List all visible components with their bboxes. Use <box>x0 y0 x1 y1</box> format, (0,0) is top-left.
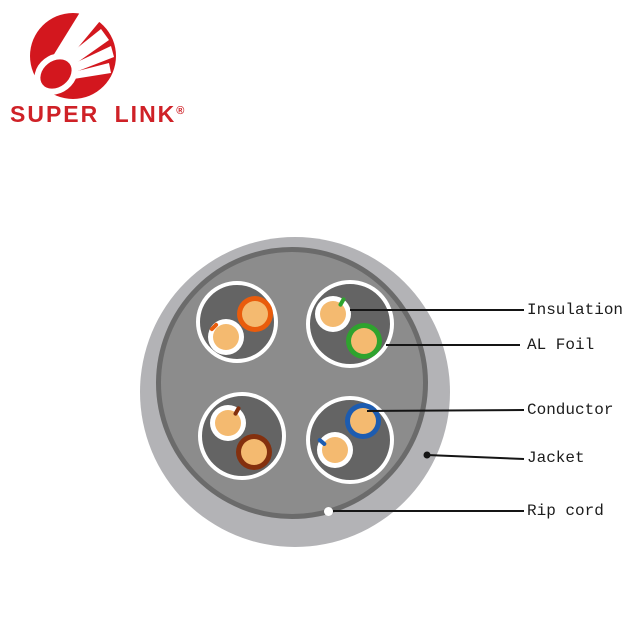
conductor-copper <box>242 301 268 327</box>
wire-orange <box>237 296 273 332</box>
wire-white-orange <box>208 319 244 355</box>
conductor-copper <box>241 439 267 465</box>
registered-trademark-symbol: ® <box>176 105 185 117</box>
label-al-foil: AL Foil <box>527 336 595 354</box>
conductor-copper <box>350 408 376 434</box>
al-foil-layer <box>156 247 428 519</box>
leader-line-conductor <box>366 409 525 412</box>
brand-name-text: SUPER LINK <box>10 101 177 127</box>
brand-name: SUPER LINK® <box>10 101 184 128</box>
jacket-pointer-dot <box>423 451 431 459</box>
wire-white-green <box>315 296 351 332</box>
conductor-copper <box>351 328 377 354</box>
conductor-copper <box>322 437 348 463</box>
conductor-copper <box>213 324 239 350</box>
wire-white-blue <box>316 432 353 468</box>
label-jacket: Jacket <box>527 449 585 467</box>
wire-brown <box>236 434 272 470</box>
label-insulation: Insulation <box>527 301 624 319</box>
label-rip-cord: Rip cord <box>527 502 604 520</box>
wire-white-brown <box>210 405 246 441</box>
superlink-cable-logo-icon <box>30 12 116 99</box>
wire-green <box>346 323 382 359</box>
rip-cord-dot <box>324 507 333 516</box>
leader-line-jacket <box>426 454 525 460</box>
wire-blue <box>345 403 381 439</box>
label-conductor: Conductor <box>527 401 614 419</box>
